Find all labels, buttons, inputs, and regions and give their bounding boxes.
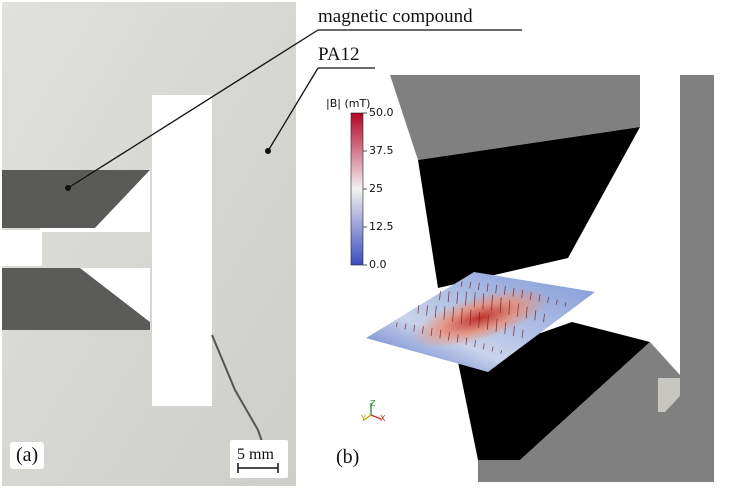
callout-pa12: PA12 — [318, 44, 360, 65]
colorbar-tick-label: 37.5 — [369, 144, 394, 157]
field-vector — [460, 307, 463, 324]
callout-line-magnetic — [67, 29, 319, 189]
field-vector — [477, 282, 480, 291]
field-vector — [452, 306, 455, 322]
photo-background — [2, 2, 296, 486]
axis-y-label: Y — [361, 414, 366, 423]
field-vector — [456, 334, 459, 343]
lower-compound-block — [2, 268, 150, 330]
field-vector — [486, 283, 489, 292]
field-vector — [482, 293, 485, 310]
field-vector — [426, 305, 428, 316]
panel-b-render — [350, 75, 714, 482]
axis-y-line — [363, 414, 372, 421]
field-vector — [547, 296, 550, 304]
field-vector — [478, 312, 481, 328]
scale-bar-label: 5 mm — [237, 446, 274, 463]
field-vector — [495, 318, 498, 332]
field-vector — [564, 302, 567, 307]
lower-pole-gray — [520, 342, 680, 460]
colorbar-tick-label: 50.0 — [369, 106, 394, 119]
field-vector — [417, 304, 420, 314]
field-vector — [395, 322, 398, 328]
colorbar-tick-label: 25 — [369, 182, 383, 195]
panel-a-photo — [2, 2, 522, 486]
field-vector — [543, 313, 545, 323]
field-vector — [500, 350, 503, 354]
panel-b-label: (b) — [336, 446, 360, 468]
inner-step-light — [658, 378, 680, 412]
colorbar-ticks — [363, 112, 367, 266]
field-vector — [434, 305, 437, 318]
upper-pole-gray — [390, 75, 640, 160]
yoke-right-arm — [680, 75, 714, 445]
field-vector — [538, 294, 541, 302]
field-vector — [474, 340, 476, 348]
field-vector — [508, 300, 511, 315]
field-vector — [491, 346, 494, 352]
field-vector — [491, 294, 493, 312]
field-vector — [521, 289, 524, 299]
field-vector — [513, 325, 515, 336]
field-vector — [465, 337, 468, 345]
upper-cutout — [40, 170, 150, 232]
axis-x-label: X — [380, 414, 386, 423]
axis-z-label: Z — [370, 399, 376, 408]
field-vector — [482, 343, 485, 350]
photo-left-cutout — [2, 230, 42, 266]
field-vector — [456, 291, 459, 304]
field-vector — [439, 291, 441, 301]
field-vector — [448, 331, 450, 341]
colorbar-tick-label: 12.5 — [369, 220, 394, 233]
lower-cutout — [40, 268, 150, 322]
colorbar-tick-label: 0.0 — [369, 258, 387, 271]
upper-pole-face — [418, 127, 640, 288]
field-vector — [469, 309, 472, 326]
field-vector — [439, 329, 442, 339]
field-vector — [499, 297, 502, 314]
field-vector — [495, 284, 498, 294]
field-vector — [465, 291, 467, 306]
field-hotspot — [410, 288, 550, 348]
field-vector — [460, 281, 463, 287]
field-vector — [404, 323, 407, 330]
upper-compound-block — [2, 170, 150, 228]
field-vector — [473, 292, 476, 308]
field-vector — [517, 303, 519, 317]
center-slot — [152, 95, 212, 406]
panel-a-label: (a) — [10, 442, 45, 469]
field-vector — [504, 322, 507, 334]
field-vector — [512, 287, 515, 297]
field-vector — [422, 326, 424, 334]
field-vector — [529, 291, 532, 300]
field-vector — [486, 315, 489, 330]
colorbar-title: |B| (mT) — [326, 97, 371, 110]
field-vector — [447, 291, 450, 303]
axis-x-line — [370, 414, 382, 420]
field-vector — [413, 324, 416, 332]
field-vector — [555, 299, 558, 305]
callout-line-pa12 — [267, 67, 319, 152]
field-vector — [525, 306, 528, 319]
callout-magnetic-compound: magnetic compound — [318, 6, 473, 27]
field-vector — [469, 281, 472, 289]
field-vector — [503, 286, 506, 296]
field-vector — [521, 329, 524, 339]
colorbar — [350, 112, 364, 266]
field-vector — [430, 327, 433, 336]
field-vector — [443, 306, 446, 320]
field-vectors — [395, 281, 567, 354]
field-vector — [534, 310, 537, 321]
